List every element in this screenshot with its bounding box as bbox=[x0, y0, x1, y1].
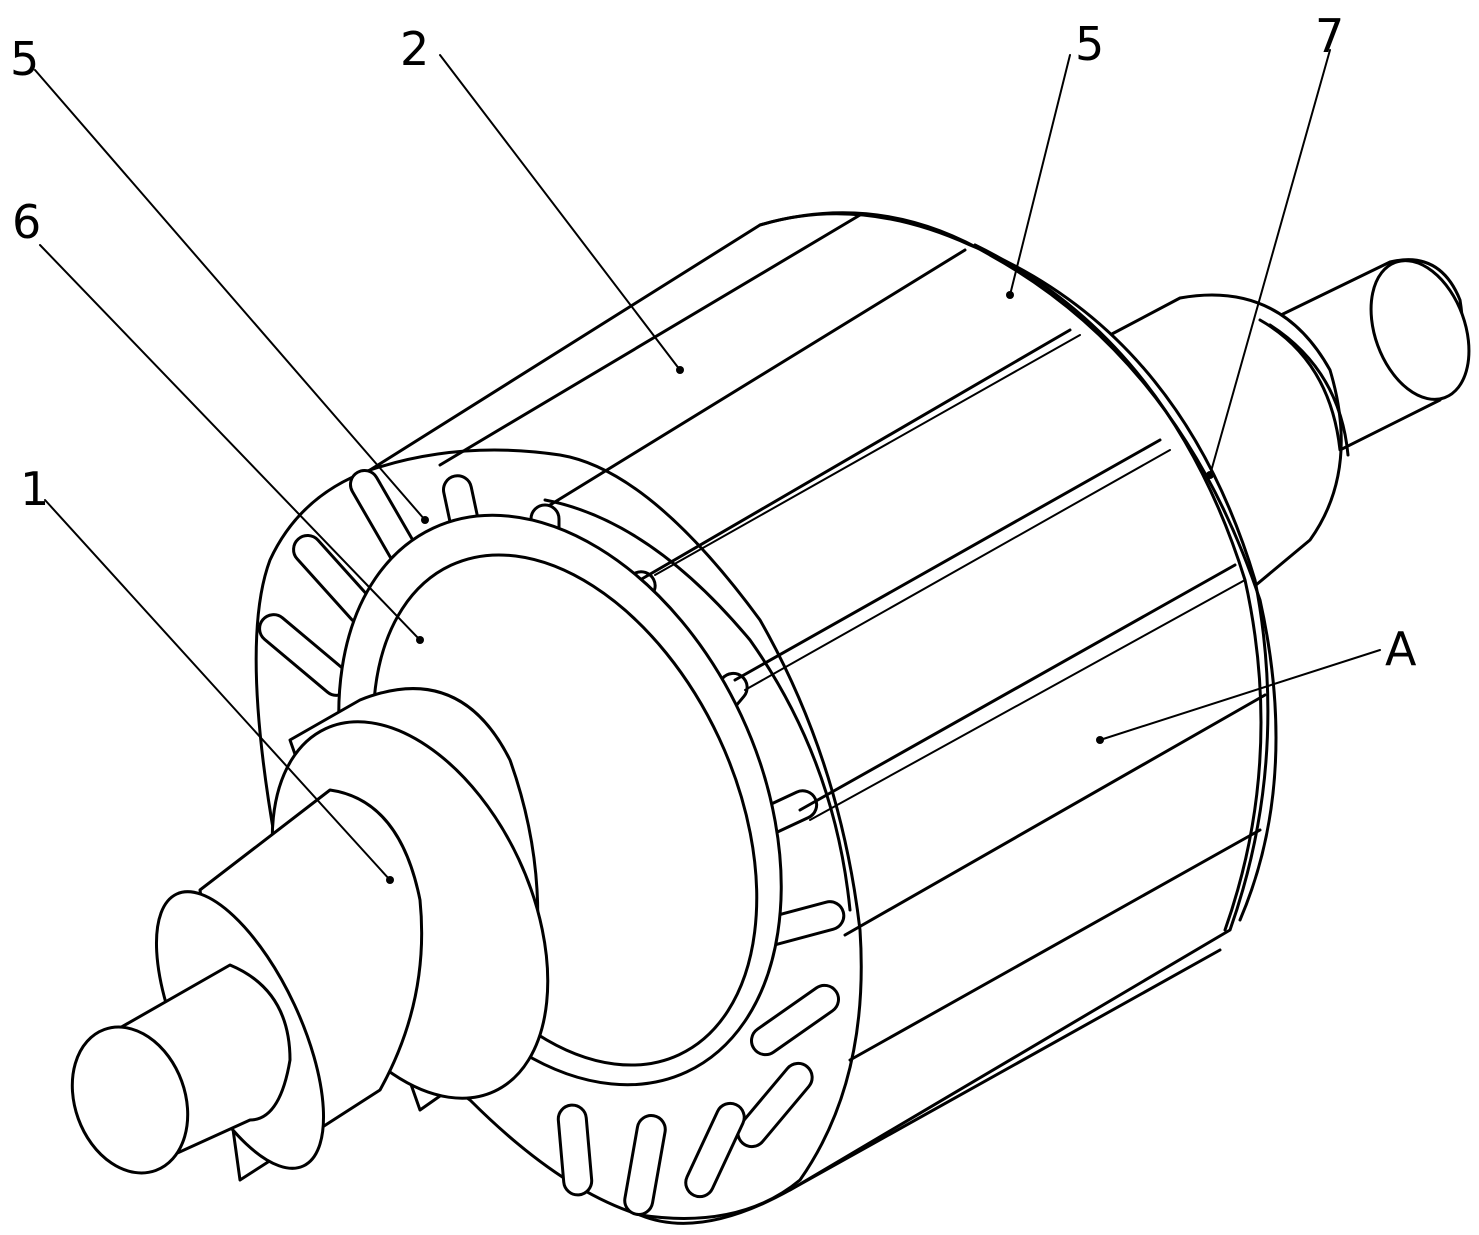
label-2: 2 bbox=[400, 22, 429, 76]
label-6: 6 bbox=[12, 195, 41, 249]
left-shaft bbox=[70, 513, 783, 1182]
label-1: 1 bbox=[20, 462, 49, 516]
leader-lines bbox=[34, 49, 1381, 884]
label-5-left: 5 bbox=[10, 32, 39, 86]
axial-slot-lines bbox=[438, 213, 1267, 1192]
label-7: 7 bbox=[1315, 9, 1344, 63]
label-5-right: 5 bbox=[1075, 17, 1104, 71]
right-shaft bbox=[1108, 258, 1471, 592]
part-labels: 5 2 5 7 6 1 A bbox=[10, 9, 1417, 676]
label-A: A bbox=[1385, 622, 1417, 676]
